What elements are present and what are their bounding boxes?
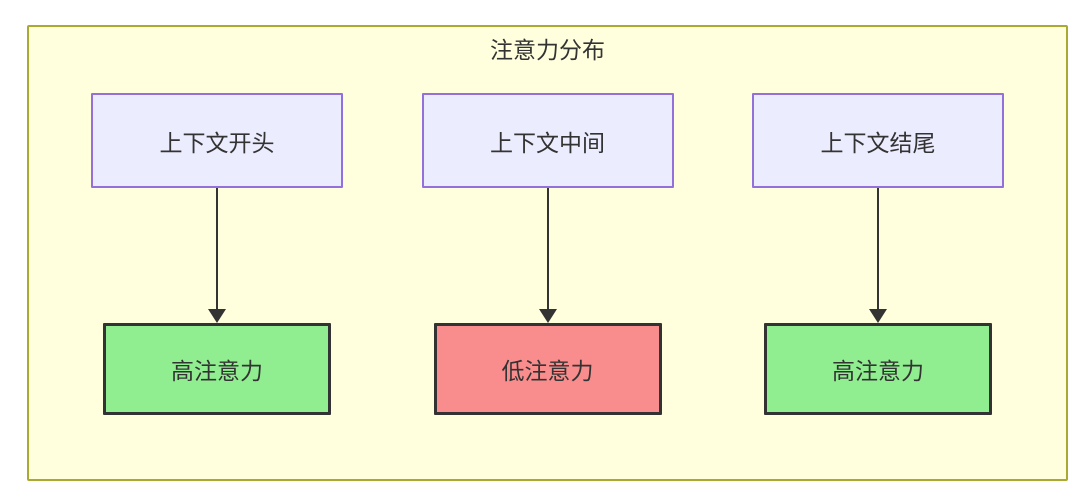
node-label: 上下文开头 bbox=[159, 129, 275, 156]
node-high-attention-2: 高注意力 bbox=[764, 323, 992, 415]
node-label: 低注意力 bbox=[501, 358, 594, 384]
edge-middle-to-low bbox=[538, 188, 557, 323]
flow-column-context-middle: 上下文中间 低注意力 bbox=[418, 93, 678, 415]
arrowhead-down-icon bbox=[208, 309, 226, 323]
edge-line bbox=[216, 188, 218, 310]
arrowhead-down-icon bbox=[538, 309, 557, 323]
arrowhead-down-icon bbox=[869, 309, 887, 323]
subgraph-title: 注意力分布 bbox=[490, 37, 605, 63]
node-label: 高注意力 bbox=[171, 358, 263, 384]
node-label: 高注意力 bbox=[832, 358, 924, 384]
node-context-end: 上下文结尾 bbox=[752, 93, 1004, 188]
edge-start-to-high bbox=[208, 188, 226, 323]
flow-column-context-start: 上下文开头 高注意力 bbox=[87, 93, 347, 415]
node-label: 上下文中间 bbox=[490, 129, 605, 156]
flow-column-context-end: 上下文结尾 高注意力 bbox=[748, 93, 1008, 415]
edge-line bbox=[877, 188, 879, 310]
node-context-start: 上下文开头 bbox=[91, 93, 343, 188]
attention-distribution-subgraph: 注意力分布 上下文开头 高注意力 上下文中间 bbox=[27, 25, 1068, 481]
node-high-attention-1: 高注意力 bbox=[103, 323, 331, 415]
edge-line bbox=[546, 188, 549, 310]
node-low-attention: 低注意力 bbox=[433, 323, 662, 415]
flowchart-columns: 上下文开头 高注意力 上下文中间 低注意力 bbox=[29, 93, 1066, 415]
node-label: 上下文结尾 bbox=[820, 129, 936, 156]
edge-end-to-high bbox=[869, 188, 887, 323]
node-context-middle: 上下文中间 bbox=[421, 93, 674, 188]
